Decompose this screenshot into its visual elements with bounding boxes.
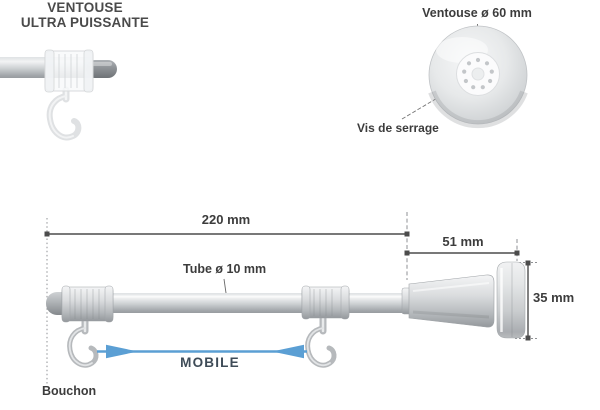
mobile-arrow-head-left-icon (106, 344, 138, 359)
rod-dimension-drawing (44, 212, 537, 386)
dim-51-end-right (514, 250, 520, 256)
product-caption-line1: VENTOUSE (47, 0, 123, 15)
product-caption-line2: ULTRA PUISSANTE (20, 15, 150, 31)
endcap-cap-closeup (86, 60, 117, 78)
dim-51-end-left (404, 250, 410, 256)
hook-closeup (46, 86, 82, 141)
cup-height-label: 35 mm (533, 290, 575, 305)
dim-35-end-top (525, 260, 531, 266)
cup-adapter (401, 274, 495, 328)
dim-220-end-right (404, 231, 410, 237)
hub-screw-holes (462, 57, 494, 90)
endcap-label: Bouchon (42, 384, 97, 398)
mobile-range-arrow (97, 344, 307, 359)
endcap-closeup-illustration (0, 49, 117, 141)
suction-cup-shading (428, 90, 528, 129)
product-caption: VENTOUSE ULTRA PUISSANTE (0, 0, 170, 30)
clamp-screw-center (471, 67, 485, 81)
mobile-label: MOBILE (180, 355, 240, 370)
tube-diameter-label: Tube ø 10 mm (183, 262, 267, 276)
suction-cup-front-view (401, 24, 528, 129)
dim-35-end-bottom (525, 335, 531, 341)
arm-length-label: 51 mm (442, 234, 484, 249)
suction-diameter-label: Ventouse ø 60 mm (422, 6, 532, 20)
slider-hook-left (67, 314, 99, 368)
dim-220-end-left (44, 231, 50, 237)
slider-sleeve-left (61, 285, 114, 323)
slider-sleeve-closeup (44, 49, 94, 93)
total-length-label: 220 mm (201, 212, 251, 227)
slider-hook-middle (305, 314, 337, 368)
slider-sleeve-middle (301, 285, 350, 320)
clamp-screw-label: Vis de serrage (357, 121, 439, 135)
mobile-arrow-head-right-icon (272, 344, 304, 359)
endcap-cap-highlight (88, 62, 112, 66)
suction-cup-side-view (496, 261, 526, 339)
